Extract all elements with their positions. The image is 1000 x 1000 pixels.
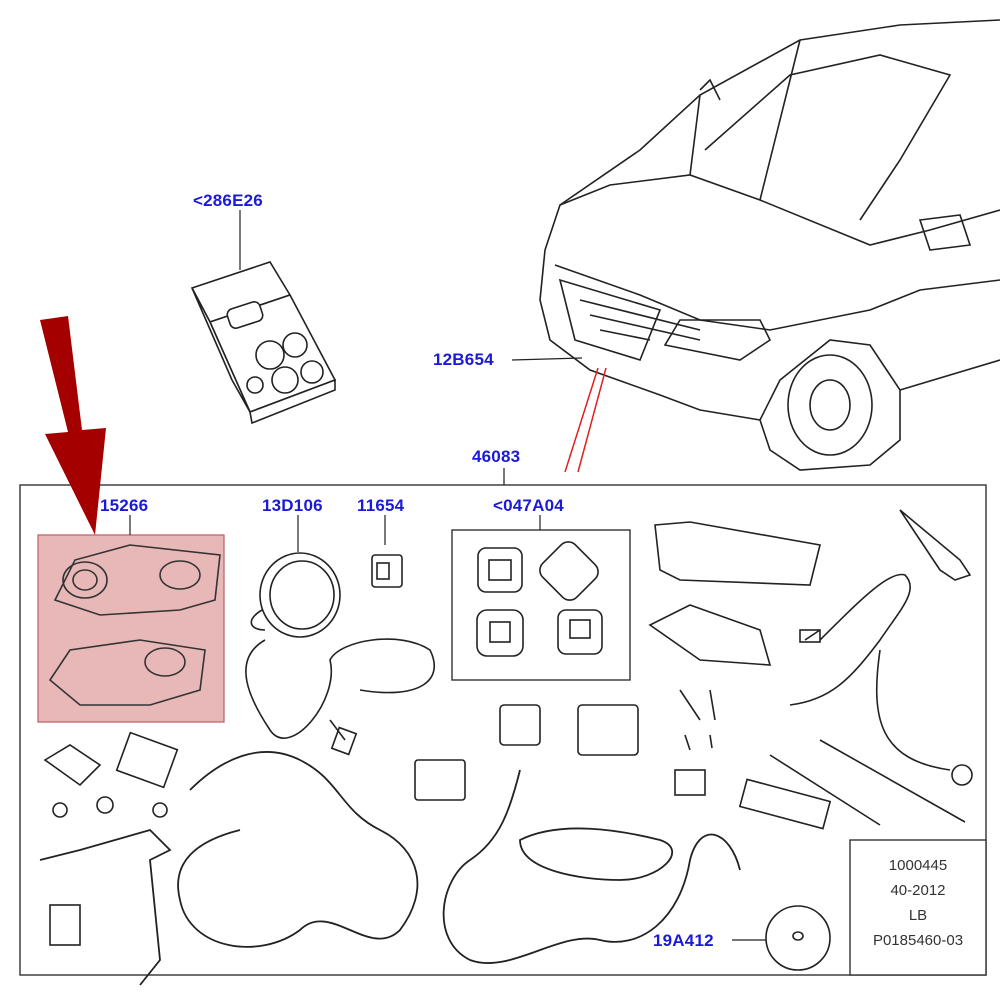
switch-illustration (371, 554, 403, 588)
fixings-illustration (43, 731, 831, 971)
info-line-1: 1000445 (888, 857, 948, 874)
kit-frame (19, 484, 987, 976)
pointer-arrow (40, 316, 106, 535)
bulb-kit-illustration (190, 261, 337, 425)
vehicle-illustration (539, 19, 1000, 471)
harness-illustration (39, 751, 741, 986)
bezel-15266-illustration (48, 544, 221, 706)
callout-19A412[interactable]: 19A412 (653, 931, 714, 950)
info-line-2: 40-2012 (890, 882, 946, 899)
misc-parts-illustration (414, 509, 973, 830)
callout-15266[interactable]: 15266 (100, 496, 149, 515)
info-box-frame (849, 839, 987, 976)
callout-46083[interactable]: 46083 (472, 447, 521, 466)
callout-11654[interactable]: 11654 (357, 496, 405, 515)
bezel-group-frame (451, 529, 631, 681)
callout-047A04[interactable]: <047A04 (493, 496, 564, 515)
callout-286E26[interactable]: <286E26 (193, 191, 263, 210)
fog-lamp-illustration (245, 552, 435, 756)
callout-13D106[interactable]: 13D106 (262, 496, 323, 515)
callout-12B654[interactable]: 12B654 (433, 350, 494, 369)
illustration-info-box: 1000445 40-2012 LB P0185460-03 (850, 840, 986, 975)
leader-lines (129, 210, 766, 941)
info-line-4: P0185460-03 (872, 932, 964, 949)
info-line-3: LB (908, 907, 928, 924)
highlighted-part-area (37, 534, 225, 723)
bezel-set-illustration (476, 541, 603, 657)
